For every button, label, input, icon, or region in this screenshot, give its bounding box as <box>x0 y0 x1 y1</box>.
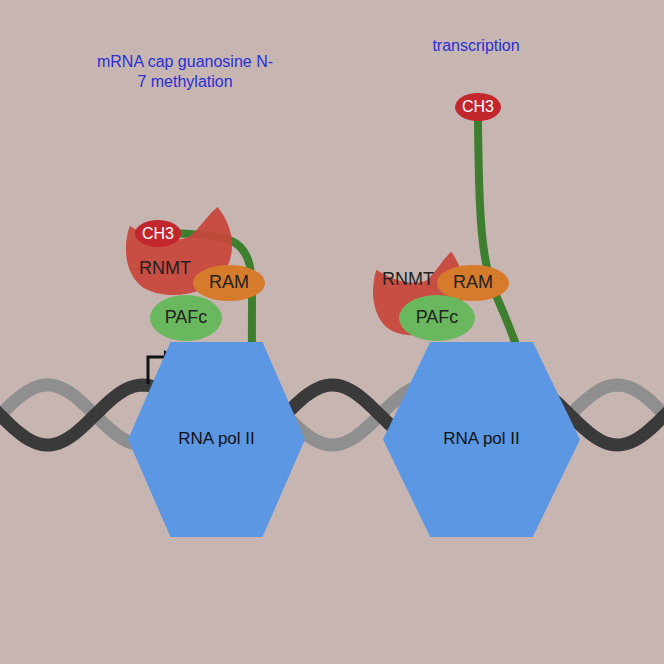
rna-polymerase: RNA pol II <box>383 342 580 537</box>
ellipse-shape <box>135 220 181 247</box>
methyl-cap: CH3 <box>135 220 181 247</box>
node-label: CH3 <box>142 225 174 243</box>
methyl-cap: CH3 <box>455 93 501 121</box>
panel-heading: mRNA cap guanosine N-7 methylation <box>95 52 275 92</box>
ellipse-shape <box>150 295 222 341</box>
ellipse-shape <box>455 93 501 121</box>
node-label: RNA pol II <box>178 430 255 449</box>
panel-heading: transcription <box>406 36 546 56</box>
rna-polymerase: RNA pol II <box>128 342 305 537</box>
hexagon-shape <box>383 342 580 537</box>
pafc-complex: PAFc <box>150 295 222 341</box>
ellipse-shape <box>193 265 265 301</box>
node-label: RAM <box>453 273 493 293</box>
node-label: RNMT <box>382 270 434 290</box>
node-label: CH3 <box>462 98 494 116</box>
pafc-complex: PAFc <box>399 295 475 341</box>
node-label: RNMT <box>139 259 191 279</box>
node-label: PAFc <box>165 308 208 328</box>
ellipse-shape <box>399 295 475 341</box>
node-label: RAM <box>209 273 249 293</box>
ellipse-shape <box>437 265 509 301</box>
mrna-strand <box>478 121 515 342</box>
ram-subunit: RAM <box>437 265 509 301</box>
node-label: RNA pol II <box>443 430 520 449</box>
hexagon-shape <box>128 342 305 537</box>
node-label: PAFc <box>416 308 459 328</box>
ram-subunit: RAM <box>193 265 265 301</box>
